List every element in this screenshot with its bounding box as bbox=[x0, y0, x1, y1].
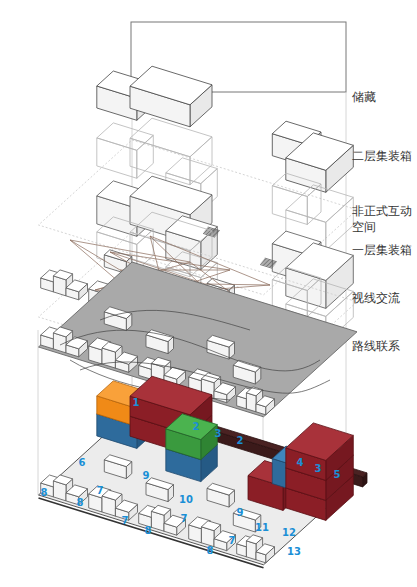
callout-number: 10 bbox=[179, 495, 193, 505]
container-wire bbox=[326, 197, 354, 250]
furniture-block bbox=[233, 508, 260, 520]
container-wire bbox=[286, 279, 354, 317]
furniture-block bbox=[104, 455, 132, 467]
route-slab bbox=[39, 262, 358, 417]
container-green bbox=[166, 414, 218, 440]
container-wire bbox=[137, 135, 154, 178]
callout-number: 7 bbox=[181, 514, 188, 524]
furniture-block bbox=[66, 485, 88, 497]
callout-number: 9 bbox=[143, 471, 150, 481]
furniture-block bbox=[66, 280, 88, 292]
furniture-block bbox=[102, 342, 122, 352]
furniture-block bbox=[201, 373, 220, 383]
callout-number: 13 bbox=[287, 547, 301, 557]
callout-number: 7 bbox=[122, 516, 129, 526]
furniture-block bbox=[246, 387, 262, 396]
furniture-block bbox=[66, 337, 88, 349]
stair-step bbox=[265, 258, 277, 262]
furniture-block bbox=[233, 360, 260, 372]
furniture-block bbox=[53, 327, 72, 337]
guide-line bbox=[38, 330, 39, 495]
level-outline bbox=[39, 140, 358, 295]
layer-label: 非正式互动 空间 bbox=[352, 203, 412, 235]
furniture-block bbox=[102, 490, 122, 500]
container-red bbox=[286, 423, 354, 461]
callout-number: 3 bbox=[315, 464, 322, 474]
storage-box bbox=[286, 133, 354, 170]
layer-label: 二层集装箱 bbox=[352, 148, 412, 164]
callout-number: 8 bbox=[207, 546, 214, 556]
slab-edge bbox=[39, 498, 264, 568]
callout-number: 3 bbox=[215, 429, 222, 439]
callout-number: 4 bbox=[297, 458, 304, 468]
furniture-block bbox=[53, 475, 72, 485]
layer-label: 视线交流 bbox=[352, 290, 400, 306]
container-red bbox=[130, 376, 212, 415]
container-wire bbox=[130, 118, 212, 157]
callout-number: 8 bbox=[77, 498, 84, 508]
callout-number: 5 bbox=[334, 470, 341, 480]
container-wire bbox=[97, 217, 154, 245]
callout-number: 2 bbox=[237, 436, 244, 446]
furniture-block bbox=[246, 535, 262, 544]
callout-number: 12 bbox=[282, 528, 296, 538]
callout-number: 2 bbox=[193, 422, 200, 432]
furniture-block bbox=[146, 330, 174, 342]
callout-number: 7 bbox=[229, 536, 236, 546]
furniture-block bbox=[146, 478, 174, 490]
furniture-block bbox=[214, 383, 236, 395]
furniture-block bbox=[201, 521, 220, 531]
furniture-block bbox=[115, 500, 137, 512]
route-line bbox=[100, 310, 250, 330]
interaction-box bbox=[286, 243, 354, 281]
sight-line bbox=[205, 284, 270, 285]
layer-group bbox=[39, 66, 368, 568]
furniture-block bbox=[53, 270, 72, 280]
furniture-block bbox=[164, 367, 186, 379]
furniture-block bbox=[151, 505, 170, 515]
callout-number: 8 bbox=[41, 488, 48, 498]
container-wire bbox=[130, 212, 212, 251]
layer-label: 一层集装箱 bbox=[352, 242, 412, 258]
container-wire bbox=[272, 186, 307, 225]
callout-number: 6 bbox=[79, 458, 86, 468]
container-wire bbox=[286, 185, 354, 222]
callout-number: 11 bbox=[255, 523, 269, 533]
storage-box bbox=[130, 66, 212, 105]
container-wire bbox=[97, 123, 154, 150]
layer-label: 储藏 bbox=[352, 89, 376, 105]
furniture-block bbox=[207, 335, 235, 347]
callout-number: 7 bbox=[97, 486, 104, 496]
callout-number: 8 bbox=[145, 526, 152, 536]
ground-slab bbox=[39, 410, 358, 565]
furniture-block bbox=[104, 250, 132, 262]
interaction-box bbox=[130, 176, 212, 215]
sight-line bbox=[70, 240, 120, 270]
container-wire bbox=[166, 158, 218, 184]
furniture-block bbox=[256, 396, 275, 407]
callout-number: 1 bbox=[133, 398, 140, 408]
callout-number: 9 bbox=[237, 508, 244, 518]
layer-label: 路线联系 bbox=[352, 338, 400, 354]
furniture-block bbox=[207, 483, 235, 495]
furniture-block bbox=[256, 544, 275, 555]
back-strip bbox=[148, 410, 363, 487]
